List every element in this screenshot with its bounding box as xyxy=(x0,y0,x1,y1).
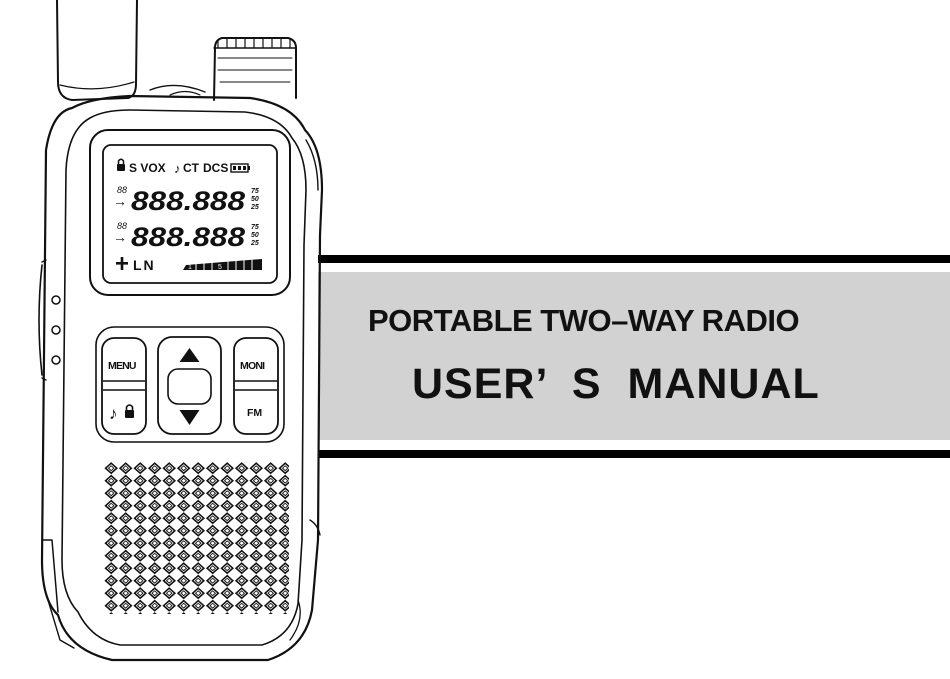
menu-key-label: MENU xyxy=(108,360,136,372)
plus-minus-icon xyxy=(116,257,128,270)
step-25-lower: 25 xyxy=(250,240,259,247)
arrow-upper-icon: → xyxy=(113,193,127,209)
lcd-status-text: S VOX xyxy=(129,161,166,175)
up-arrow-icon xyxy=(180,348,200,362)
signal-label-5: 5 xyxy=(218,264,222,271)
step-25-upper: 25 xyxy=(250,204,259,211)
down-arrow-icon xyxy=(180,410,200,425)
moni-key-label: MONI xyxy=(240,360,265,372)
speaker-grille xyxy=(104,462,289,614)
lcd-ct-label: CT xyxy=(183,161,200,175)
signal-meter: 1 5 xyxy=(183,259,262,271)
lcd-mode-text: LN xyxy=(133,257,156,273)
signal-label-1: 1 xyxy=(188,264,192,271)
step-50-lower: 50 xyxy=(251,232,259,239)
battery-icon xyxy=(231,164,250,172)
frequency-lower: 888.888 xyxy=(131,222,245,252)
arrow-lower-icon: → xyxy=(113,229,127,245)
music-note-key-icon: ♪ xyxy=(109,404,118,423)
step-75-lower: 75 xyxy=(251,224,259,231)
fm-key-label: FM xyxy=(247,407,262,419)
frequency-upper: 888.888 xyxy=(131,186,245,216)
lcd-dcs-label: DCS xyxy=(203,161,228,175)
lock-key-icon xyxy=(125,405,134,418)
moni-key[interactable] xyxy=(234,338,278,434)
keypad-surround xyxy=(96,327,284,442)
step-75-upper: 75 xyxy=(251,188,259,195)
lock-icon xyxy=(117,159,125,171)
step-50-upper: 50 xyxy=(251,196,259,203)
music-note-icon: ♪ xyxy=(174,161,181,176)
lcd-content: S VOX ♪ CT DCS 88 → 888.888 75 50 25 88 … xyxy=(113,159,262,273)
ptt-button xyxy=(39,265,42,375)
navigation-center xyxy=(168,369,211,404)
